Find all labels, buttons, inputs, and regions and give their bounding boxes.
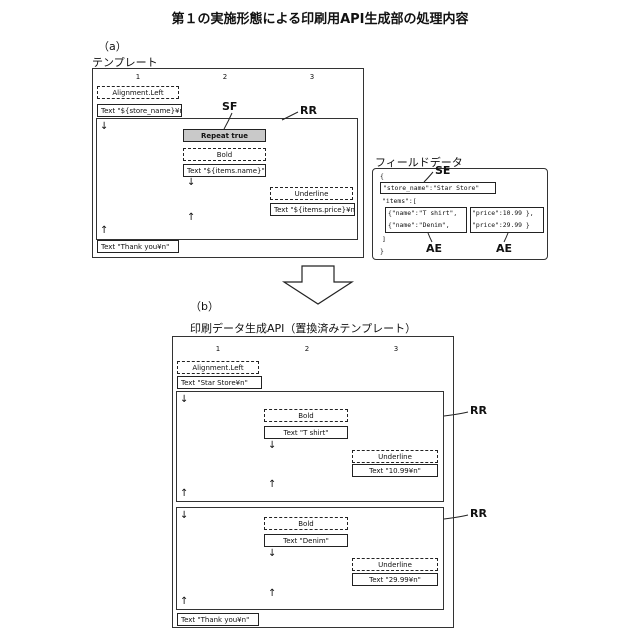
api-rr2-start-arrow: ↓: [180, 511, 188, 521]
api-rr2-name-text: Text "Denim": [264, 534, 348, 547]
api-col-3: 3: [386, 345, 406, 353]
api-rr2-bold-command: Bold: [264, 517, 348, 530]
api-rr1-up-arrow: ↑: [268, 480, 276, 490]
api-rr1-name-text: Text "T shirt": [264, 426, 348, 439]
api-rr1-bold-command: Bold: [264, 409, 348, 422]
ae-leader-2: [504, 233, 508, 242]
api-rr2-price-text: Text "29.99¥n": [352, 573, 438, 586]
transition-arrow: [284, 266, 352, 304]
api-store-text-command: Text "Star Store¥n": [177, 376, 262, 389]
api-rr2-down-arrow: ↓: [268, 549, 276, 559]
rr-callout-b2: RR: [470, 507, 487, 520]
ae-leader-1: [428, 233, 432, 242]
api-rr1-start-arrow: ↓: [180, 395, 188, 405]
api-rr2-end-arrow: ↑: [180, 597, 188, 607]
rr-callout-b1: RR: [470, 404, 487, 417]
api-rr1-price-text: Text "10.99¥n": [352, 464, 438, 477]
api-rr1-down-arrow: ↓: [268, 441, 276, 451]
section-b-label: （b）: [190, 298, 219, 314]
api-rr1-underline-command: Underline: [352, 450, 438, 463]
api-col-1: 1: [208, 345, 228, 353]
sf-leader: [224, 113, 232, 129]
api-rr2-up-arrow: ↑: [268, 589, 276, 599]
api-rr1-end-arrow: ↑: [180, 489, 188, 499]
api-repeat-region-1: [176, 391, 444, 502]
se-leader: [424, 172, 433, 182]
api-thank-you-text: Text "Thank you¥n": [177, 613, 259, 626]
api-col-2: 2: [297, 345, 317, 353]
rr-leader-a: [282, 112, 298, 120]
api-rr2-underline-command: Underline: [352, 558, 438, 571]
api-alignment-command: Alignment.Left: [177, 361, 259, 374]
api-label: 印刷データ生成API（置換済みテンプレート）: [190, 320, 416, 336]
